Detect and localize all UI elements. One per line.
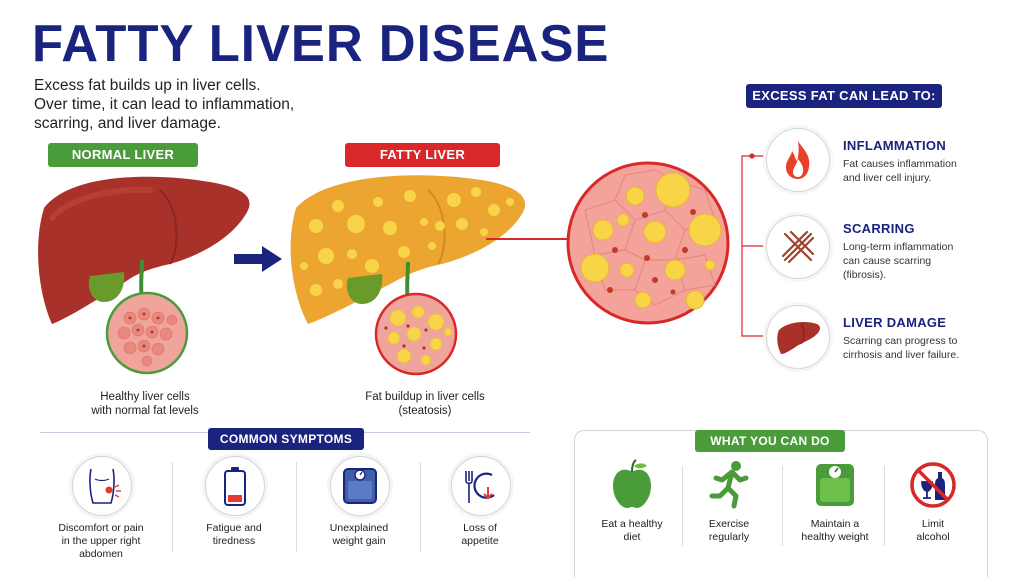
symptom-2-circle — [205, 456, 265, 516]
label-line: Limit — [921, 518, 945, 530]
apple-icon — [613, 459, 651, 508]
scarring-icon-circle — [766, 215, 830, 279]
effects-bracket — [741, 153, 764, 337]
action-1-label: Eat a healthy diet — [577, 518, 687, 544]
normal-liver-illustration — [38, 176, 250, 375]
label-line: Fatigue and — [206, 522, 262, 534]
desc-line: cirrhosis and liver failure. — [843, 349, 960, 361]
effects-header: EXCESS FAT CAN LEAD TO: — [746, 84, 942, 108]
symptom-4-label: Loss of appetite — [425, 522, 535, 548]
flame-icon — [786, 141, 810, 179]
fatty-liver-caption: Fat buildup in liver cells (steatosis) — [340, 390, 510, 418]
connector-line — [486, 238, 568, 240]
label-line: Loss of — [463, 522, 497, 534]
low-battery-icon — [224, 467, 246, 506]
action-separator — [682, 466, 683, 546]
intro-line: Over time, it can lead to inflammation, — [34, 96, 295, 113]
label-line: Unexplained — [329, 522, 389, 534]
liver-damage-title: LIVER DAMAGE — [843, 315, 947, 330]
symptom-separator — [172, 462, 173, 552]
page-title: FATTY LIVER DISEASE — [32, 15, 610, 73]
intro-text: Excess fat builds up in liver cells. Ove… — [34, 76, 334, 133]
desc-line: can cause scarring — [843, 255, 932, 267]
caption-line: Healthy liver cells — [100, 391, 190, 403]
inflammation-desc: Fat causes inflammation and liver cell i… — [843, 157, 973, 185]
symptom-4-circle — [451, 456, 511, 516]
scale-icon — [816, 464, 854, 506]
desc-line: Long-term inflammation — [843, 241, 954, 253]
action-2-label: Exercise regularly — [674, 518, 784, 544]
caption-line: Fat buildup in liver cells — [365, 391, 485, 403]
label-line: Maintain a — [810, 518, 860, 530]
no-alcohol-icon — [910, 462, 956, 508]
label-line: alcohol — [916, 531, 950, 543]
symptom-2-label: Fatigue and tiredness — [179, 522, 289, 548]
label-line: abdomen — [79, 548, 123, 560]
action-3-label: Maintain a healthy weight — [780, 518, 890, 544]
arrow-right-icon — [234, 246, 282, 272]
magnified-fat-cells-illustration — [566, 161, 730, 325]
label-line: diet — [623, 531, 641, 543]
action-separator — [884, 466, 885, 546]
intro-line: scarring, and liver damage. — [34, 115, 221, 132]
scarring-desc: Long-term inflammation can cause scarrin… — [843, 240, 973, 282]
caption-line: (steatosis) — [398, 405, 452, 417]
label-line: Discomfort or pain — [58, 522, 144, 534]
label-line: Eat a healthy — [601, 518, 663, 530]
action-separator — [782, 466, 783, 546]
running-icon — [709, 461, 749, 509]
inflammation-title: INFLAMMATION — [843, 138, 947, 153]
fatty-liver-label: FATTY LIVER — [345, 143, 500, 167]
caption-line: with normal fat levels — [91, 405, 199, 417]
label-line: in the upper right — [61, 535, 141, 547]
desc-line: Scarring can progress to — [843, 335, 958, 347]
intro-line: Excess fat builds up in liver cells. — [34, 77, 261, 94]
label-line: weight gain — [332, 535, 386, 547]
scarring-icon — [781, 230, 815, 264]
symptom-3-circle — [330, 456, 390, 516]
liver-damage-icon-circle — [766, 305, 830, 369]
loss-of-appetite-icon — [465, 471, 495, 503]
inflammation-icon-circle — [766, 128, 830, 192]
label-line: appetite — [461, 535, 499, 547]
symptoms-header: COMMON SYMPTOMS — [208, 428, 364, 450]
label-line: tiredness — [212, 535, 256, 547]
normal-liver-label: NORMAL LIVER — [48, 143, 198, 167]
symptom-3-label: Unexplained weight gain — [304, 522, 414, 548]
normal-liver-caption: Healthy liver cells with normal fat leve… — [60, 390, 230, 418]
desc-line: (fibrosis). — [843, 269, 887, 281]
label-line: regularly — [708, 531, 750, 543]
scale-icon — [343, 468, 377, 504]
liver-damage-desc: Scarring can progress to cirrhosis and l… — [843, 334, 973, 362]
liver-icon — [777, 322, 820, 354]
symptom-separator — [296, 462, 297, 552]
desc-line: Fat causes inflammation — [843, 158, 957, 170]
scarring-title: SCARRING — [843, 221, 915, 236]
label-line: Exercise — [708, 518, 750, 530]
fatty-liver-illustration — [290, 175, 526, 376]
symptom-separator — [420, 462, 421, 552]
symptom-1-label: Discomfort or pain in the upper right ab… — [46, 522, 156, 561]
action-4-label: Limit alcohol — [878, 518, 988, 544]
abdomen-pain-icon — [89, 468, 121, 504]
symptom-1-circle — [72, 456, 132, 516]
desc-line: and liver cell injury. — [843, 172, 932, 184]
actions-header: WHAT YOU CAN DO — [695, 430, 845, 452]
label-line: healthy weight — [801, 531, 869, 543]
